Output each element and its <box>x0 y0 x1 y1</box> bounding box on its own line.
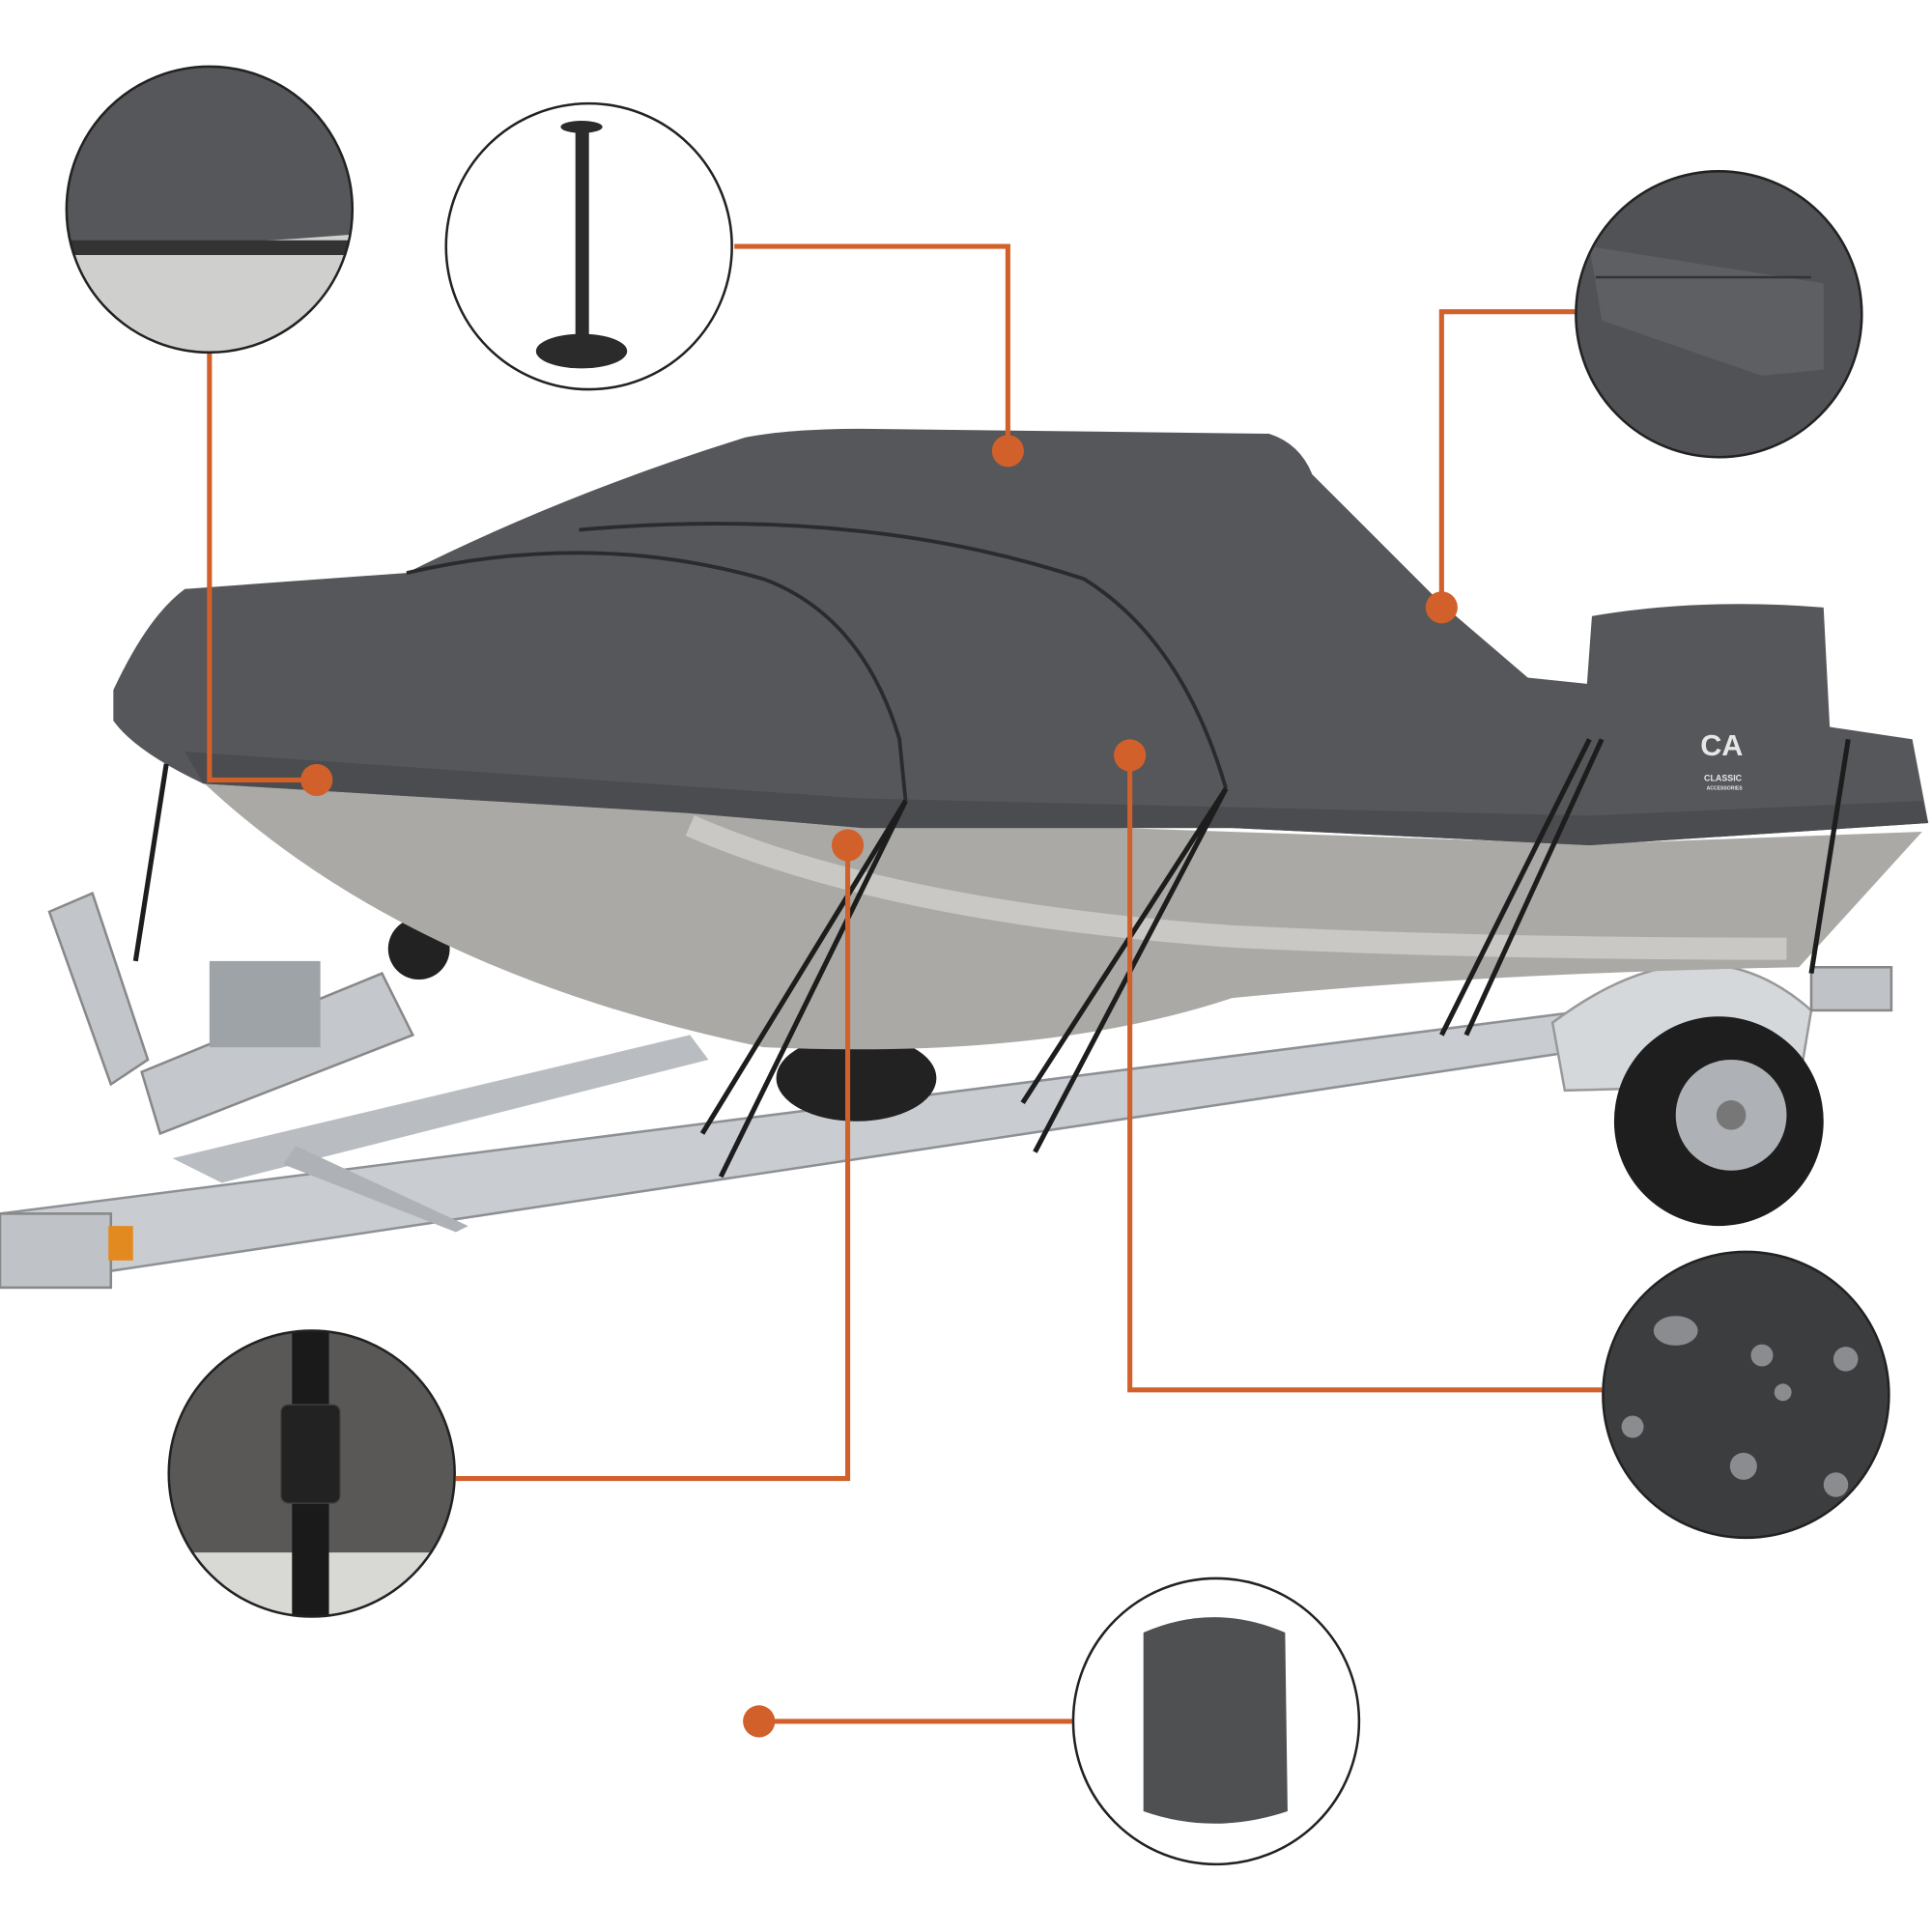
logo-monogram: CA <box>1700 729 1743 762</box>
boat-cover <box>113 428 1929 845</box>
callout-lines <box>207 243 1603 1724</box>
brand-logo: CA CLASSIC ACCESSORIES <box>1700 729 1743 792</box>
logo-brand: CLASSIC <box>1704 774 1743 783</box>
callout-dots <box>300 435 1458 1738</box>
support-pole-closeup <box>444 101 733 391</box>
water-droplets-closeup <box>1602 1250 1890 1540</box>
logo-sub: ACCESSORIES <box>1707 786 1744 792</box>
hem-closeup <box>65 65 355 355</box>
strap-buckle-closeup <box>167 1329 456 1618</box>
trailer <box>0 892 1893 1290</box>
storage-bag-closeup <box>1071 1577 1361 1866</box>
air-vent-closeup <box>1575 170 1863 459</box>
